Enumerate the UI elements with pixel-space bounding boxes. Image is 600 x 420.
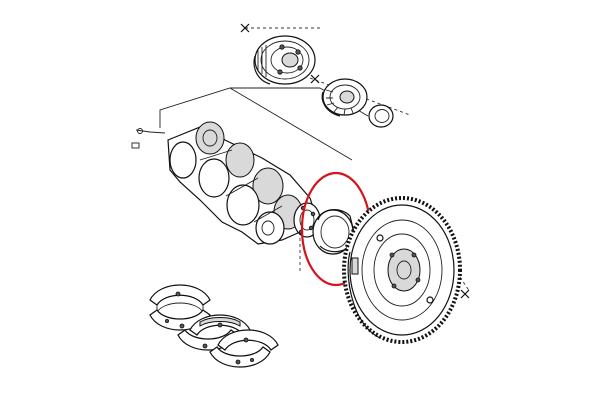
- crank-pulley: [253, 35, 316, 85]
- marker-plus-top: [240, 23, 250, 33]
- marker-plus-right: [460, 289, 470, 299]
- crankshaft: [167, 121, 321, 245]
- bearing-shell-1: [149, 284, 211, 313]
- timing-sprocket: [321, 78, 368, 117]
- main-bearing-shells: [149, 284, 279, 368]
- bearing-shell-6: [209, 346, 271, 368]
- flywheel: [342, 196, 462, 344]
- front-oil-seal: [368, 104, 394, 128]
- alignment-markers: [131, 23, 470, 299]
- flywheel-timing-notch: [351, 257, 359, 275]
- bearing-shell-5: [217, 329, 279, 351]
- marker-plus-mid: [310, 74, 320, 84]
- woodruff-key-marker: [137, 128, 143, 134]
- rear-main-oil-seal: [312, 209, 357, 255]
- key-part: [131, 142, 140, 149]
